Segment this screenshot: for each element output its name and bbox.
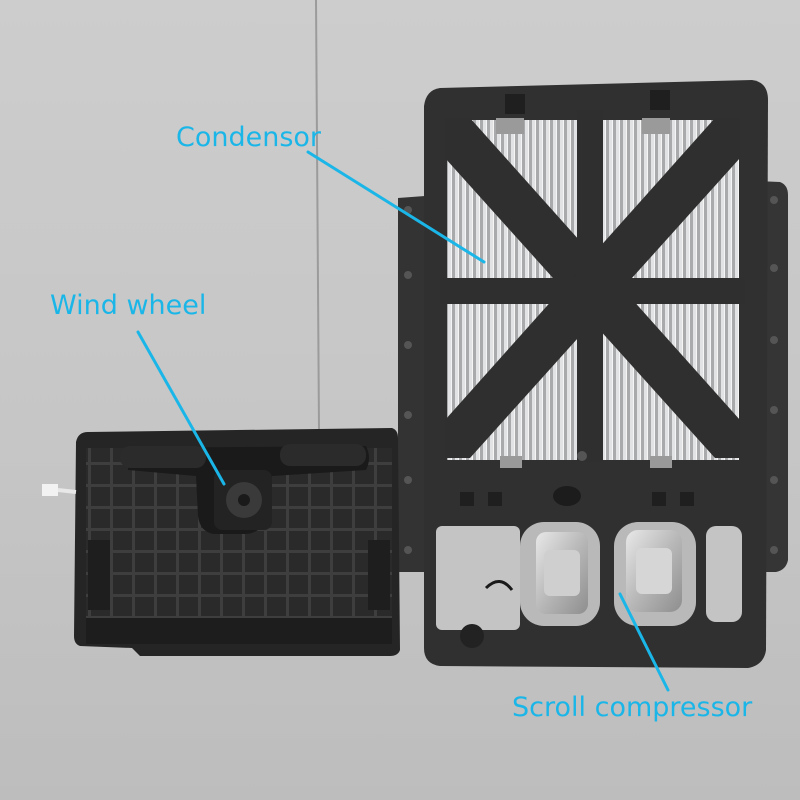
scroll-compressor-leader-line	[618, 592, 670, 692]
wind-wheel-leader-line	[136, 330, 226, 486]
scroll-compressor-label: Scroll compressor	[512, 692, 753, 723]
wind-wheel-label: Wind wheel	[50, 290, 207, 321]
condensor-leader-line	[306, 150, 486, 264]
condenser-unit	[424, 80, 768, 668]
scroll-compressors	[460, 530, 682, 648]
annotation-leader-lines	[136, 150, 670, 692]
wall-seam	[315, 0, 320, 431]
condensor-label: Condensor	[176, 122, 322, 153]
evaporator-housing	[42, 428, 400, 656]
